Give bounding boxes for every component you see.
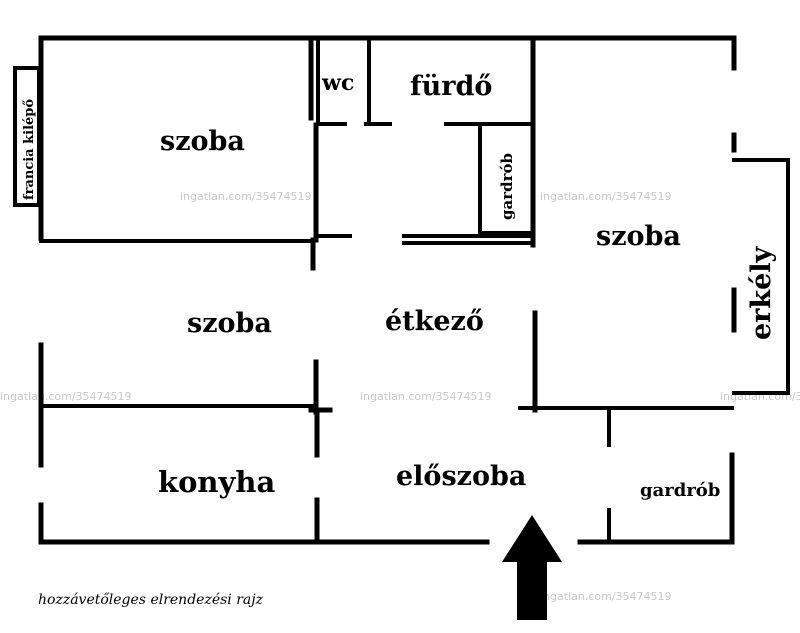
room-label-szoba-right: szoba xyxy=(596,221,681,252)
room-label-erkely: erkély xyxy=(746,245,777,340)
plan-caption: hozzávetőleges elrendezési rajz xyxy=(38,592,264,608)
entrance-arrow-icon xyxy=(502,515,562,620)
room-label-szoba-top-left: szoba xyxy=(160,126,245,157)
watermark-2: ingatlan.com/35474519 xyxy=(540,190,672,203)
room-label-eloszoba: előszoba xyxy=(396,461,526,492)
room-label-szoba-middle: szoba xyxy=(187,308,272,339)
room-label-gardrob-bottom: gardrób xyxy=(640,480,720,501)
room-label-wc: wc xyxy=(321,70,354,96)
room-label-gardrob-small: gardrób xyxy=(498,153,516,220)
room-label-etkezo: étkező xyxy=(385,306,484,337)
watermarks: ingatlan.com/35474519 ingatlan.com/35474… xyxy=(0,190,800,603)
room-label-konyha: konyha xyxy=(158,465,275,499)
watermark-6: ingatlan.com/35474519 xyxy=(540,590,672,603)
walls xyxy=(13,35,790,545)
watermark-1: ingatlan.com/35474519 xyxy=(180,190,312,203)
room-label-furdo: fürdő xyxy=(410,71,492,102)
watermark-3: ingatlan.com/35474519 xyxy=(0,390,132,403)
watermark-4: ingatlan.com/35474519 xyxy=(360,390,492,403)
room-label-francia-kilepo: francia kilépő xyxy=(22,99,37,200)
